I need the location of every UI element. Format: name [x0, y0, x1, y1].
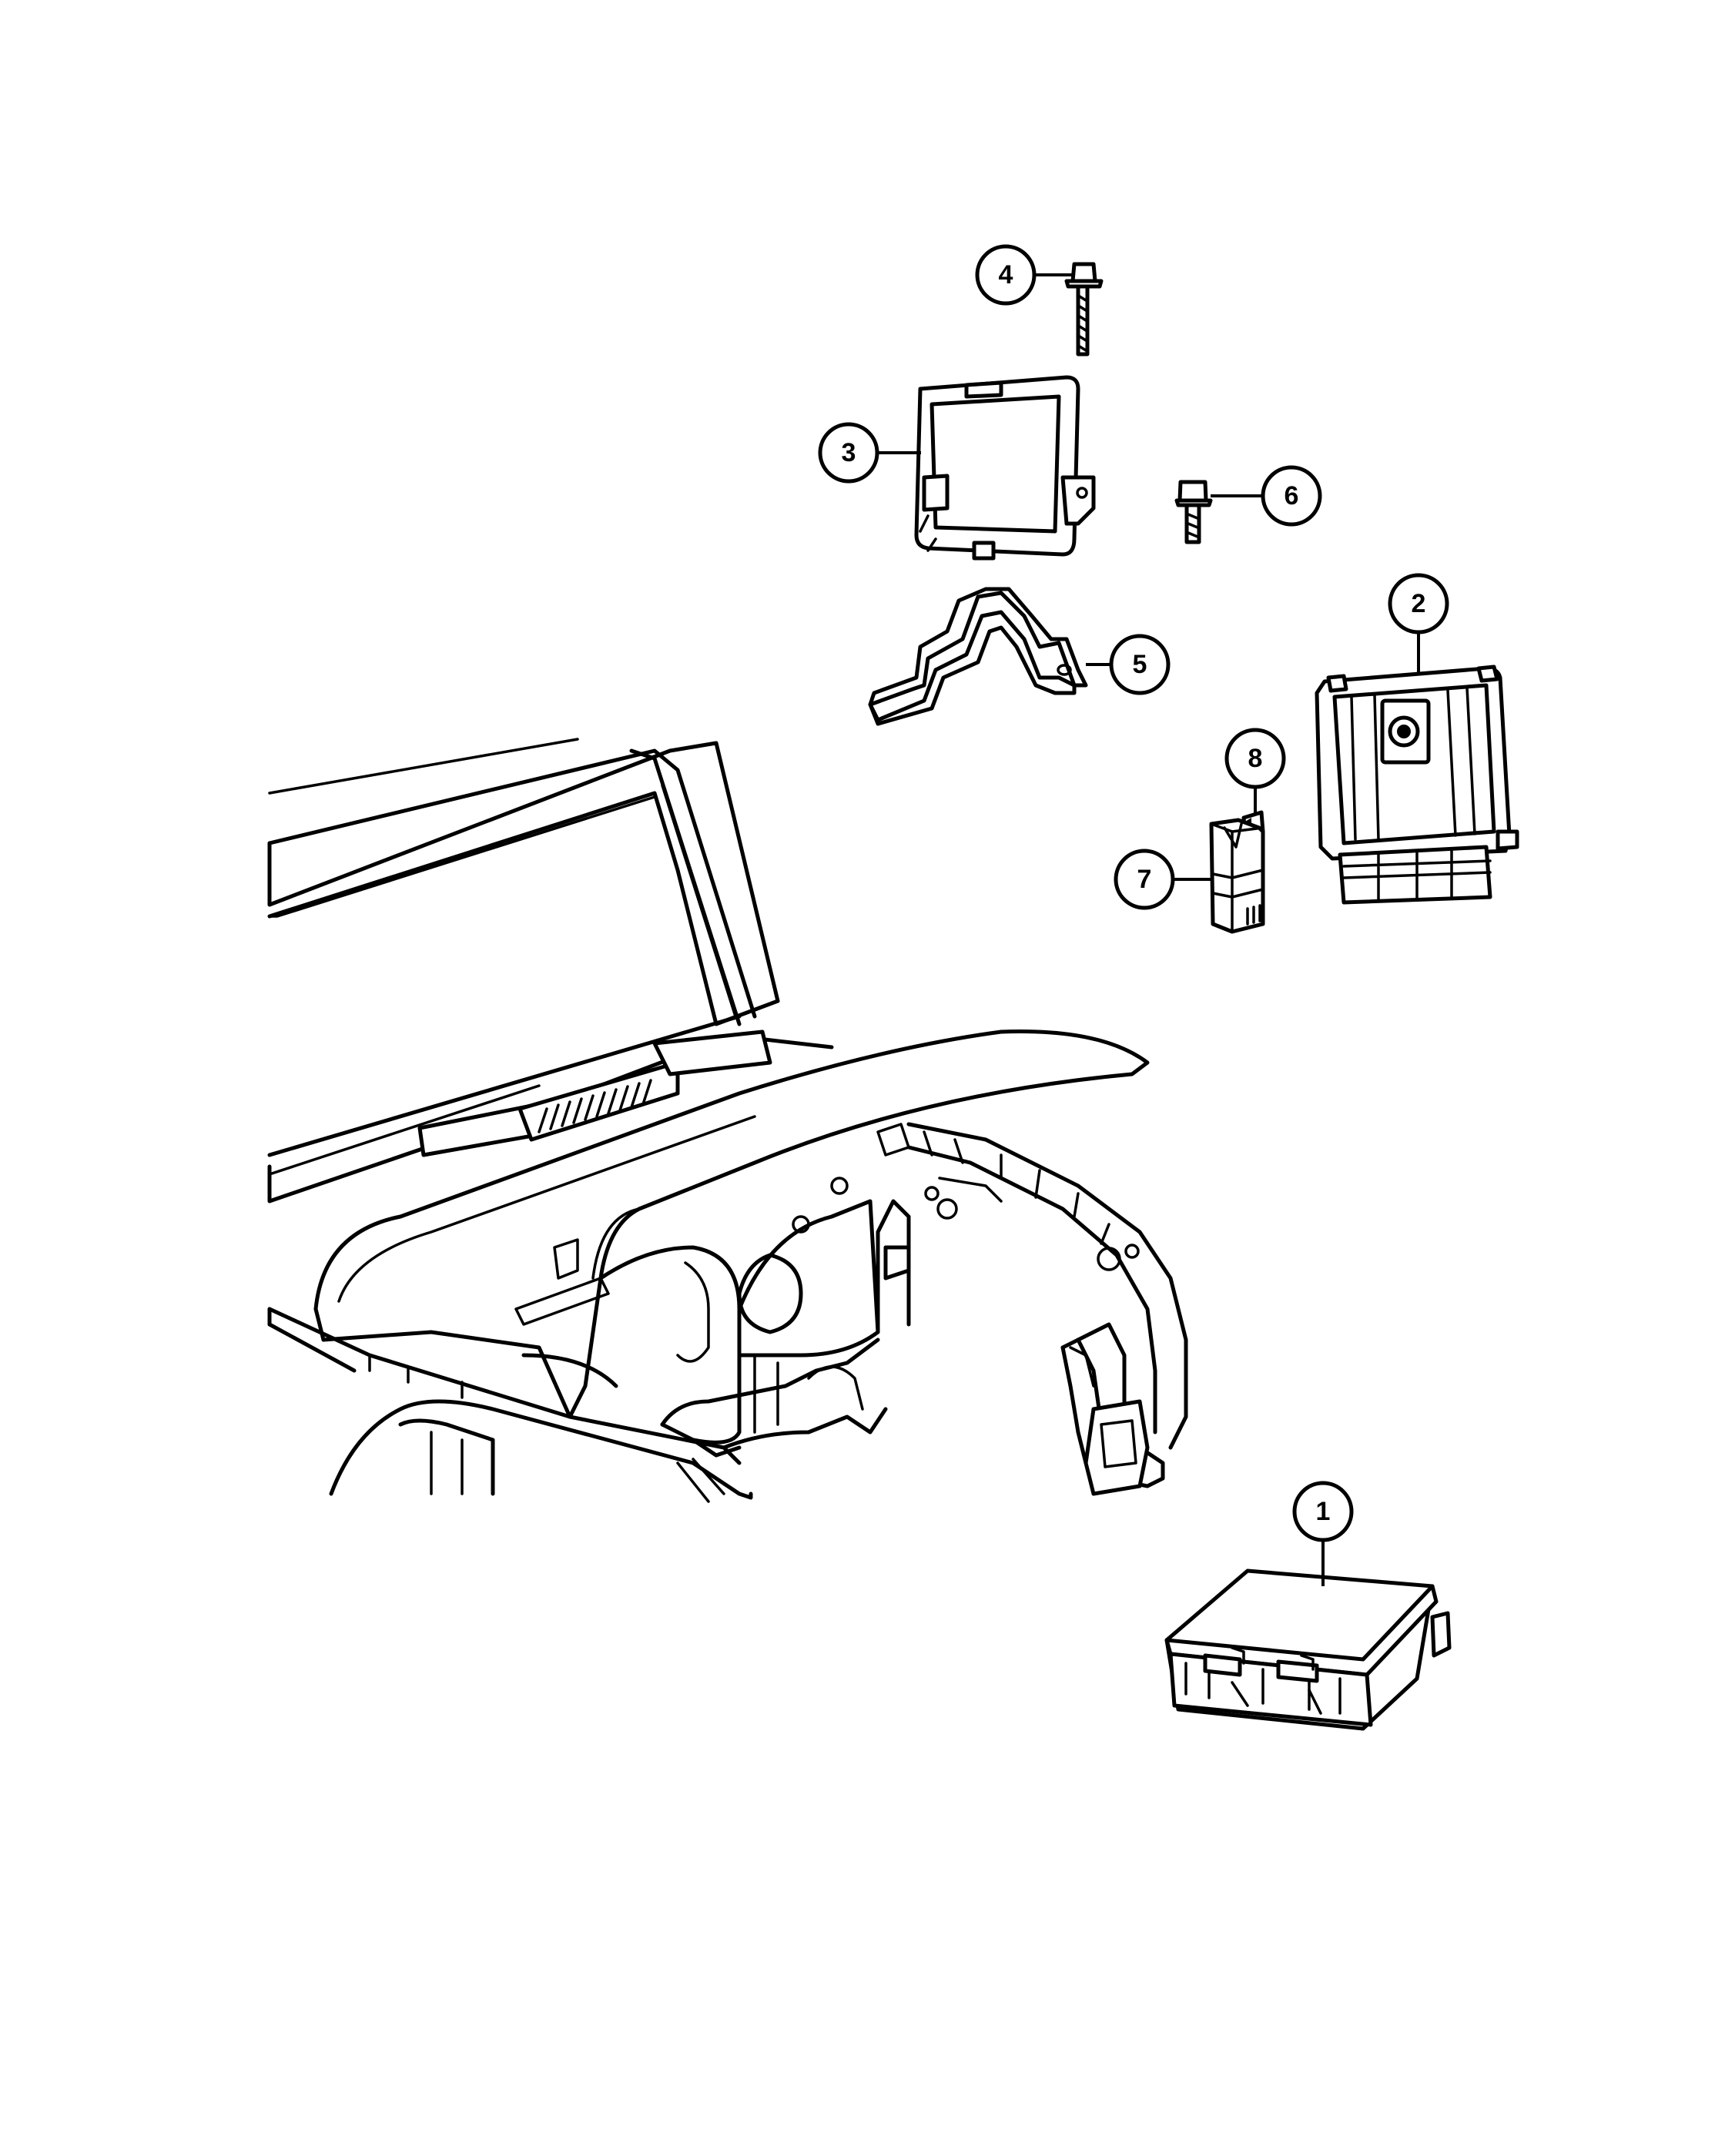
mounting-frame-icon	[914, 375, 1096, 561]
callout-7: 7	[1114, 849, 1211, 910]
callout-label: 5	[1133, 650, 1147, 679]
callout-label: 2	[1412, 589, 1426, 618]
long-bolt-icon	[1064, 262, 1104, 357]
callout-4: 4	[975, 244, 1072, 306]
relay-icon	[1209, 818, 1265, 934]
callout-5: 5	[1086, 634, 1171, 695]
callout-3: 3	[818, 422, 921, 484]
callout-label: 7	[1137, 865, 1152, 894]
callout-label: 4	[999, 260, 1013, 290]
callout-label: 3	[842, 438, 856, 467]
module-icon	[1164, 1568, 1452, 1731]
vehicle-front-body-icon	[267, 738, 1188, 1503]
callout-8: 8	[1224, 728, 1286, 815]
callout-2: 2	[1388, 573, 1449, 674]
callout-6: 6	[1211, 465, 1322, 527]
callout-label: 1	[1316, 1497, 1331, 1526]
short-bolt-icon	[1174, 480, 1213, 544]
bracket-icon	[868, 587, 1088, 726]
callout-label: 8	[1248, 744, 1263, 773]
callout-1: 1	[1292, 1481, 1354, 1586]
engine-controller-icon	[1315, 665, 1519, 905]
callout-label: 6	[1285, 481, 1299, 511]
